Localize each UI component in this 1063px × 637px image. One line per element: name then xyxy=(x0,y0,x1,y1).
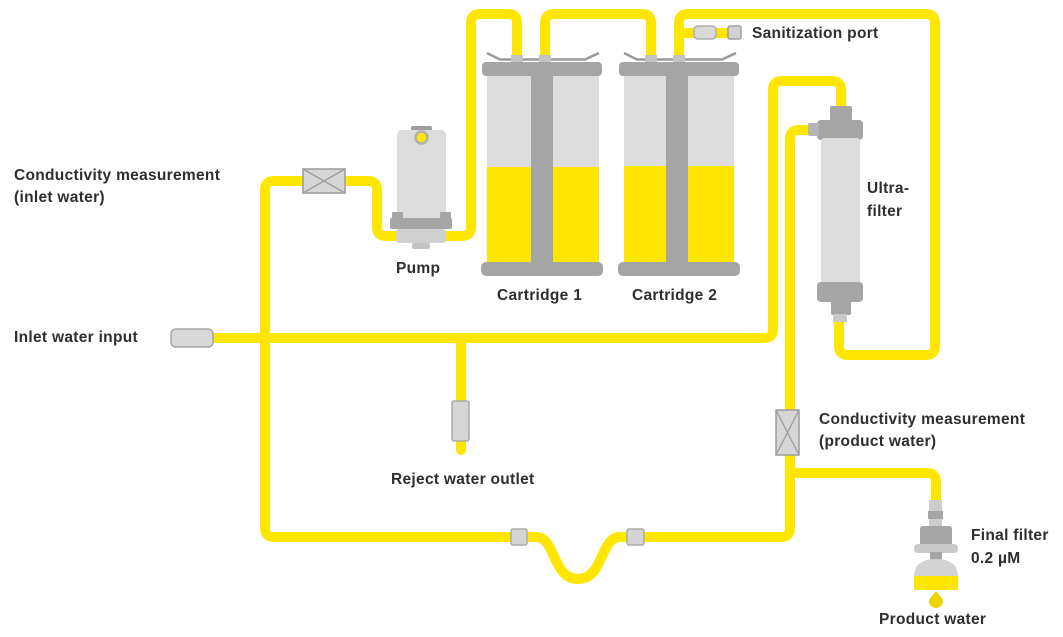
label-line: Conductivity measurement xyxy=(14,167,221,184)
pump-indicator-icon xyxy=(414,130,429,145)
label-cartridge-1: Cartridge 1 xyxy=(497,285,582,307)
tube-to-final-filter xyxy=(790,468,941,502)
label-conductivity-inlet: Conductivity measurement (inlet water) xyxy=(14,165,220,209)
label-line: Ultra- xyxy=(867,180,910,197)
sanitization-port-cap-icon xyxy=(727,25,742,40)
label-final-filter: Final filter 0.2 µM xyxy=(971,524,1049,570)
final-filter-water-fill xyxy=(914,576,958,590)
label-line: Product water xyxy=(879,611,987,628)
ultrafilter-side-port xyxy=(808,123,819,136)
product-water-droplet-icon xyxy=(929,591,943,608)
tubing xyxy=(212,9,941,584)
label-pump: Pump xyxy=(396,258,440,280)
label-conductivity-product: Conductivity measurement (product water) xyxy=(819,409,1025,453)
label-ultrafilter: Ultra- filter xyxy=(867,177,909,223)
label-line: (inlet water) xyxy=(14,189,105,206)
tube-connectors xyxy=(510,528,645,546)
cartridge-1 xyxy=(481,55,603,276)
label-line: Conductivity measurement xyxy=(819,411,1026,428)
label-line: Reject water outlet xyxy=(391,471,535,488)
label-line: (product water) xyxy=(819,433,937,450)
label-line: filter xyxy=(867,203,903,220)
tube-cartridge1-to-cartridge2 xyxy=(540,9,656,60)
tube-recirculation-loop xyxy=(260,125,812,584)
conductivity-product-sensor-icon xyxy=(775,409,800,456)
final-filter xyxy=(914,500,958,608)
label-line: 0.2 µM xyxy=(971,550,1021,567)
label-product-water: Product water xyxy=(879,609,986,631)
tube-cartridge2-to-ultrafilter-bottom xyxy=(674,9,940,360)
label-line: Cartridge 1 xyxy=(497,287,583,304)
ultrafilter xyxy=(808,106,863,322)
tube-to-pump xyxy=(343,176,400,241)
label-line: Final filter xyxy=(971,527,1049,544)
cartridge-2 xyxy=(618,55,740,276)
tube-connector-icon xyxy=(510,528,528,546)
sanitization-port-connector xyxy=(693,25,742,40)
conductivity-inlet-sensor-icon xyxy=(302,168,346,194)
tube-inlet-to-ultrafilter-top xyxy=(212,76,846,343)
label-line: Sanitization port xyxy=(752,25,879,42)
label-cartridge-2: Cartridge 2 xyxy=(632,285,717,307)
tube-connector-icon xyxy=(626,528,645,546)
pump xyxy=(390,126,452,249)
label-inlet-water-input: Inlet water input xyxy=(14,327,138,349)
inlet-water-connector xyxy=(170,328,214,348)
label-reject-water-outlet: Reject water outlet xyxy=(391,469,535,491)
reject-water-outlet-port xyxy=(451,400,470,442)
label-sanitization-port: Sanitization port xyxy=(752,23,879,45)
label-line: Pump xyxy=(396,260,441,277)
label-line: Inlet water input xyxy=(14,329,138,346)
cartridge-handles xyxy=(486,51,737,61)
tube-pump-to-cartridge1 xyxy=(442,9,522,241)
label-line: Cartridge 2 xyxy=(632,287,718,304)
